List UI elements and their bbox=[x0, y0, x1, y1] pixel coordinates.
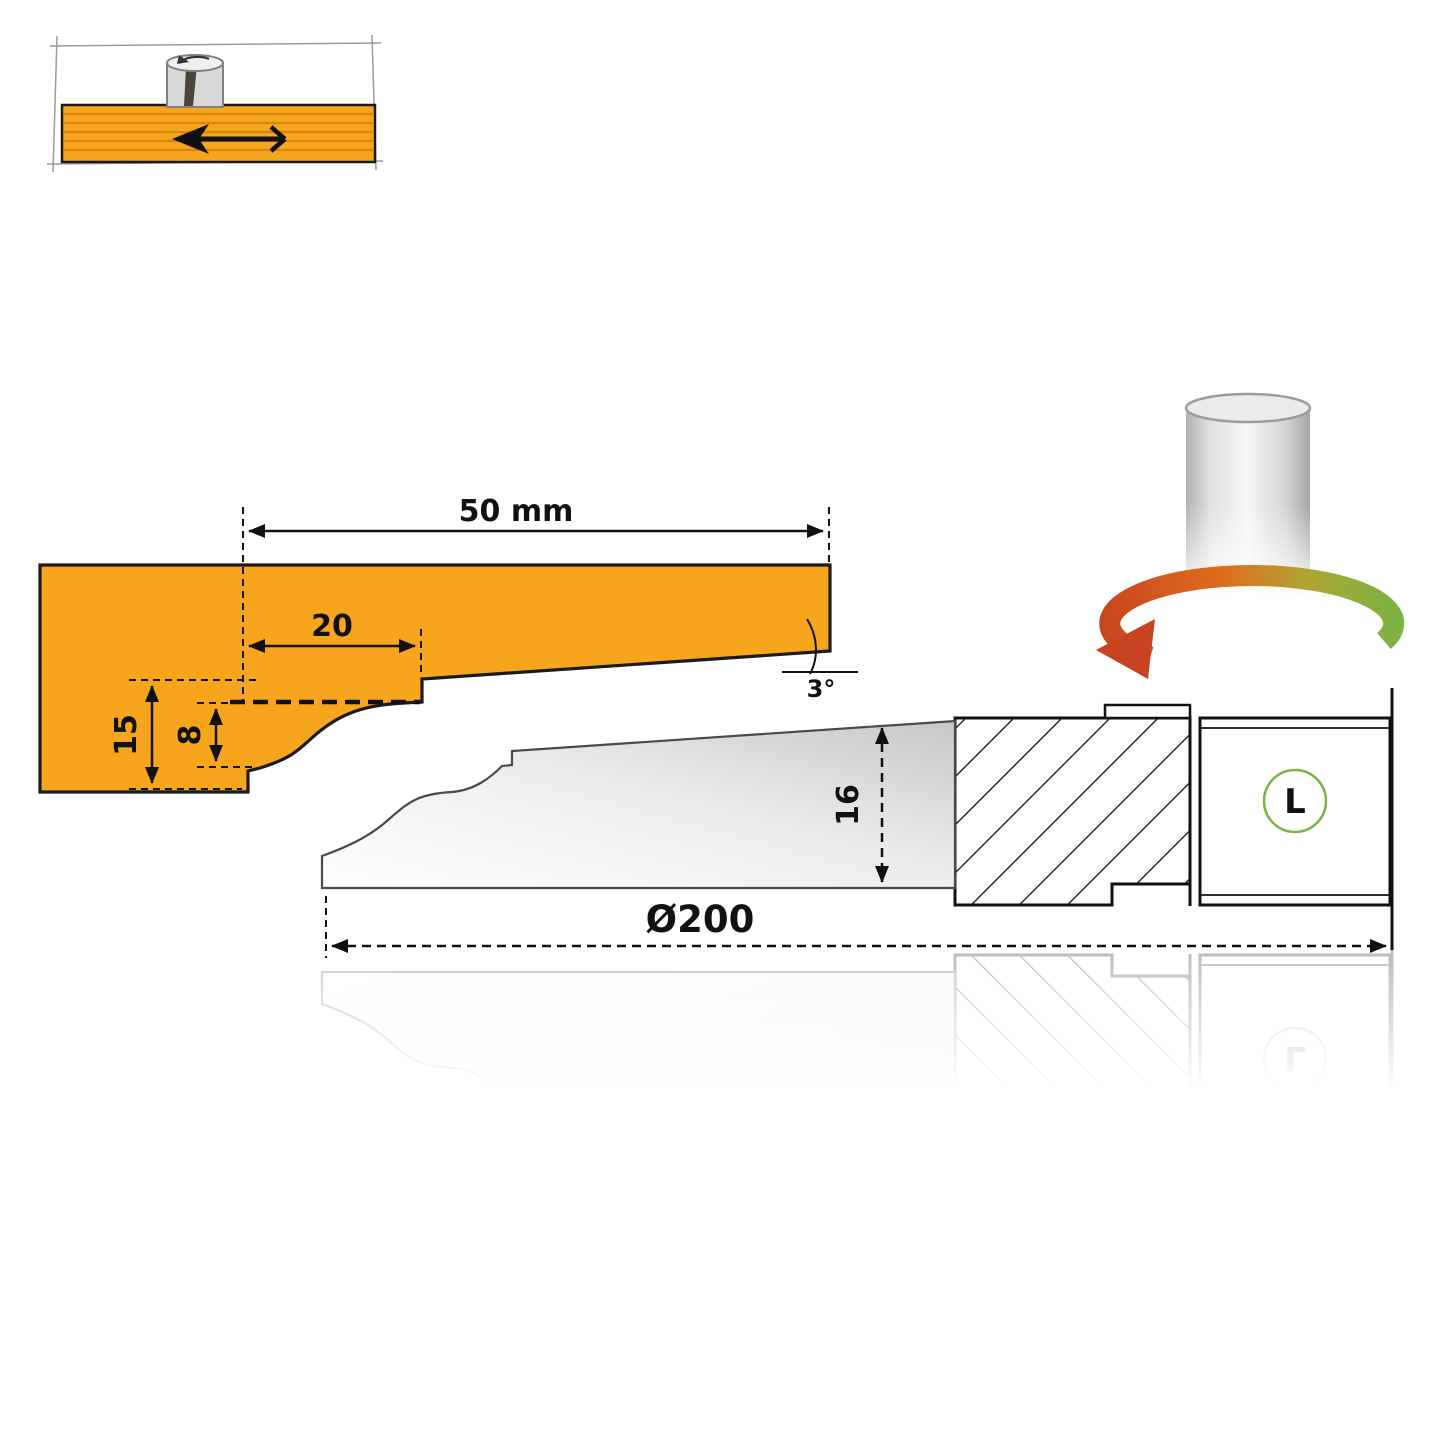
clamp-wedge bbox=[1103, 703, 1192, 720]
rotation-letter: L bbox=[1284, 782, 1306, 822]
cutter-head-icon bbox=[166, 54, 224, 108]
cutter-body-hatch bbox=[953, 716, 1192, 907]
angle-label: 3° bbox=[807, 675, 836, 703]
left-rotation-badge: L bbox=[1262, 768, 1328, 834]
dim-depth: 15 bbox=[109, 679, 256, 790]
width-label: 50 mm bbox=[459, 494, 574, 529]
rotation-arrow-icon bbox=[1096, 565, 1405, 679]
dim-width: 50 mm bbox=[242, 494, 830, 700]
spindle-icon bbox=[1096, 392, 1405, 679]
rebate-width-label: 20 bbox=[311, 609, 353, 644]
dim-tongue: 8 bbox=[173, 702, 252, 768]
dim-rebate-width: 20 bbox=[248, 609, 422, 676]
dim-edge-height: 16 bbox=[831, 727, 889, 883]
edge-height-label: 16 bbox=[831, 784, 866, 826]
panel-profile bbox=[38, 563, 832, 794]
tongue-label: 8 bbox=[173, 725, 208, 746]
angle-annotation: 3° bbox=[782, 618, 858, 703]
feed-arrow-icon bbox=[172, 124, 287, 154]
knife-profile bbox=[320, 719, 957, 890]
dim-diameter: Ø200 bbox=[325, 896, 1387, 958]
feed-direction-icon bbox=[46, 34, 384, 173]
depth-label: 15 bbox=[109, 714, 144, 756]
tool-reflection bbox=[320, 908, 1394, 1174]
cutter-drawing: L bbox=[320, 688, 1394, 950]
diameter-label: Ø200 bbox=[646, 898, 755, 941]
dimensions: 50 mm 20 3° 15 8 1 bbox=[109, 494, 1387, 958]
